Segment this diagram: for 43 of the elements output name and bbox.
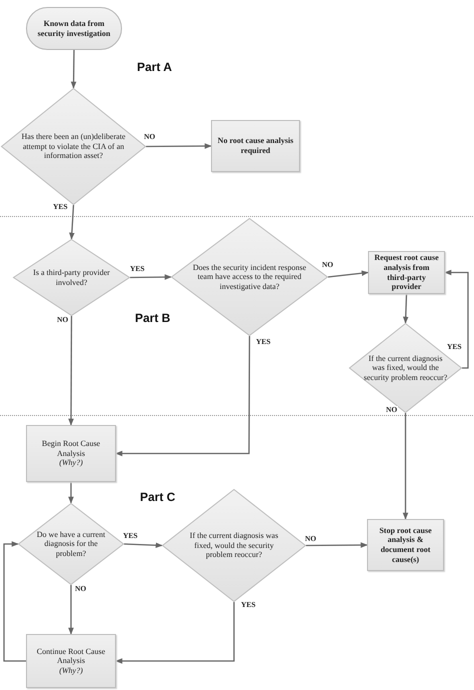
process-box <box>211 120 300 172</box>
process-box <box>26 425 116 482</box>
arrow <box>69 204 75 240</box>
arrow <box>328 270 369 278</box>
node-text: Known data from security investigation <box>36 18 112 38</box>
node-text: Is a third-party provider involved? <box>32 268 111 288</box>
node-text: If the current diagnosis was fixed, would the security problem reoccur? <box>364 354 448 382</box>
arrow <box>306 542 368 548</box>
node-text: Has there been an (un)deliberate attempt to violate the CIA of an information asset? <box>20 132 126 161</box>
arrow <box>402 413 408 520</box>
arrow <box>146 143 212 149</box>
section-label: Part B <box>135 311 170 325</box>
node-text: Continue Root Cause Analysis <box>36 646 106 666</box>
decision-diamond <box>13 239 130 316</box>
arrow <box>130 274 172 280</box>
decision-diamond <box>162 489 306 602</box>
arrow <box>68 316 74 426</box>
section-label: Part C <box>140 490 176 504</box>
node-text: No root cause analysis required <box>216 136 294 156</box>
node-text: Request root cause analysis from third-party provider <box>373 253 440 292</box>
arrow <box>402 294 409 324</box>
process-box <box>26 634 116 688</box>
node-text: Does the security incident response team have access to the required investigative data? <box>192 262 308 292</box>
node-text: (Why?) <box>59 458 83 468</box>
decision-diamond <box>18 503 124 585</box>
arrow <box>68 585 74 635</box>
arrow <box>444 270 469 369</box>
section-label: Part A <box>137 60 172 74</box>
node-text: If the current diagnosis was fixed, would the security problem reoccur? <box>188 531 280 560</box>
arrow <box>70 50 76 89</box>
arrow <box>68 482 74 504</box>
node-text: Stop root cause analysis & document root cause(s) <box>378 526 433 564</box>
node-text: Begin Root Cause Analysis <box>40 439 102 458</box>
node-text: Do we have a current diagnosis for the problem? <box>36 530 106 558</box>
decision-diamond <box>1 88 146 205</box>
arrow <box>115 336 250 456</box>
arrow <box>3 541 26 662</box>
process-box <box>367 519 444 571</box>
start-terminal <box>26 7 122 50</box>
decision-diamond <box>349 323 462 413</box>
node-text: (Why?) <box>59 666 83 676</box>
arrow <box>124 542 163 548</box>
arrow <box>115 602 235 664</box>
